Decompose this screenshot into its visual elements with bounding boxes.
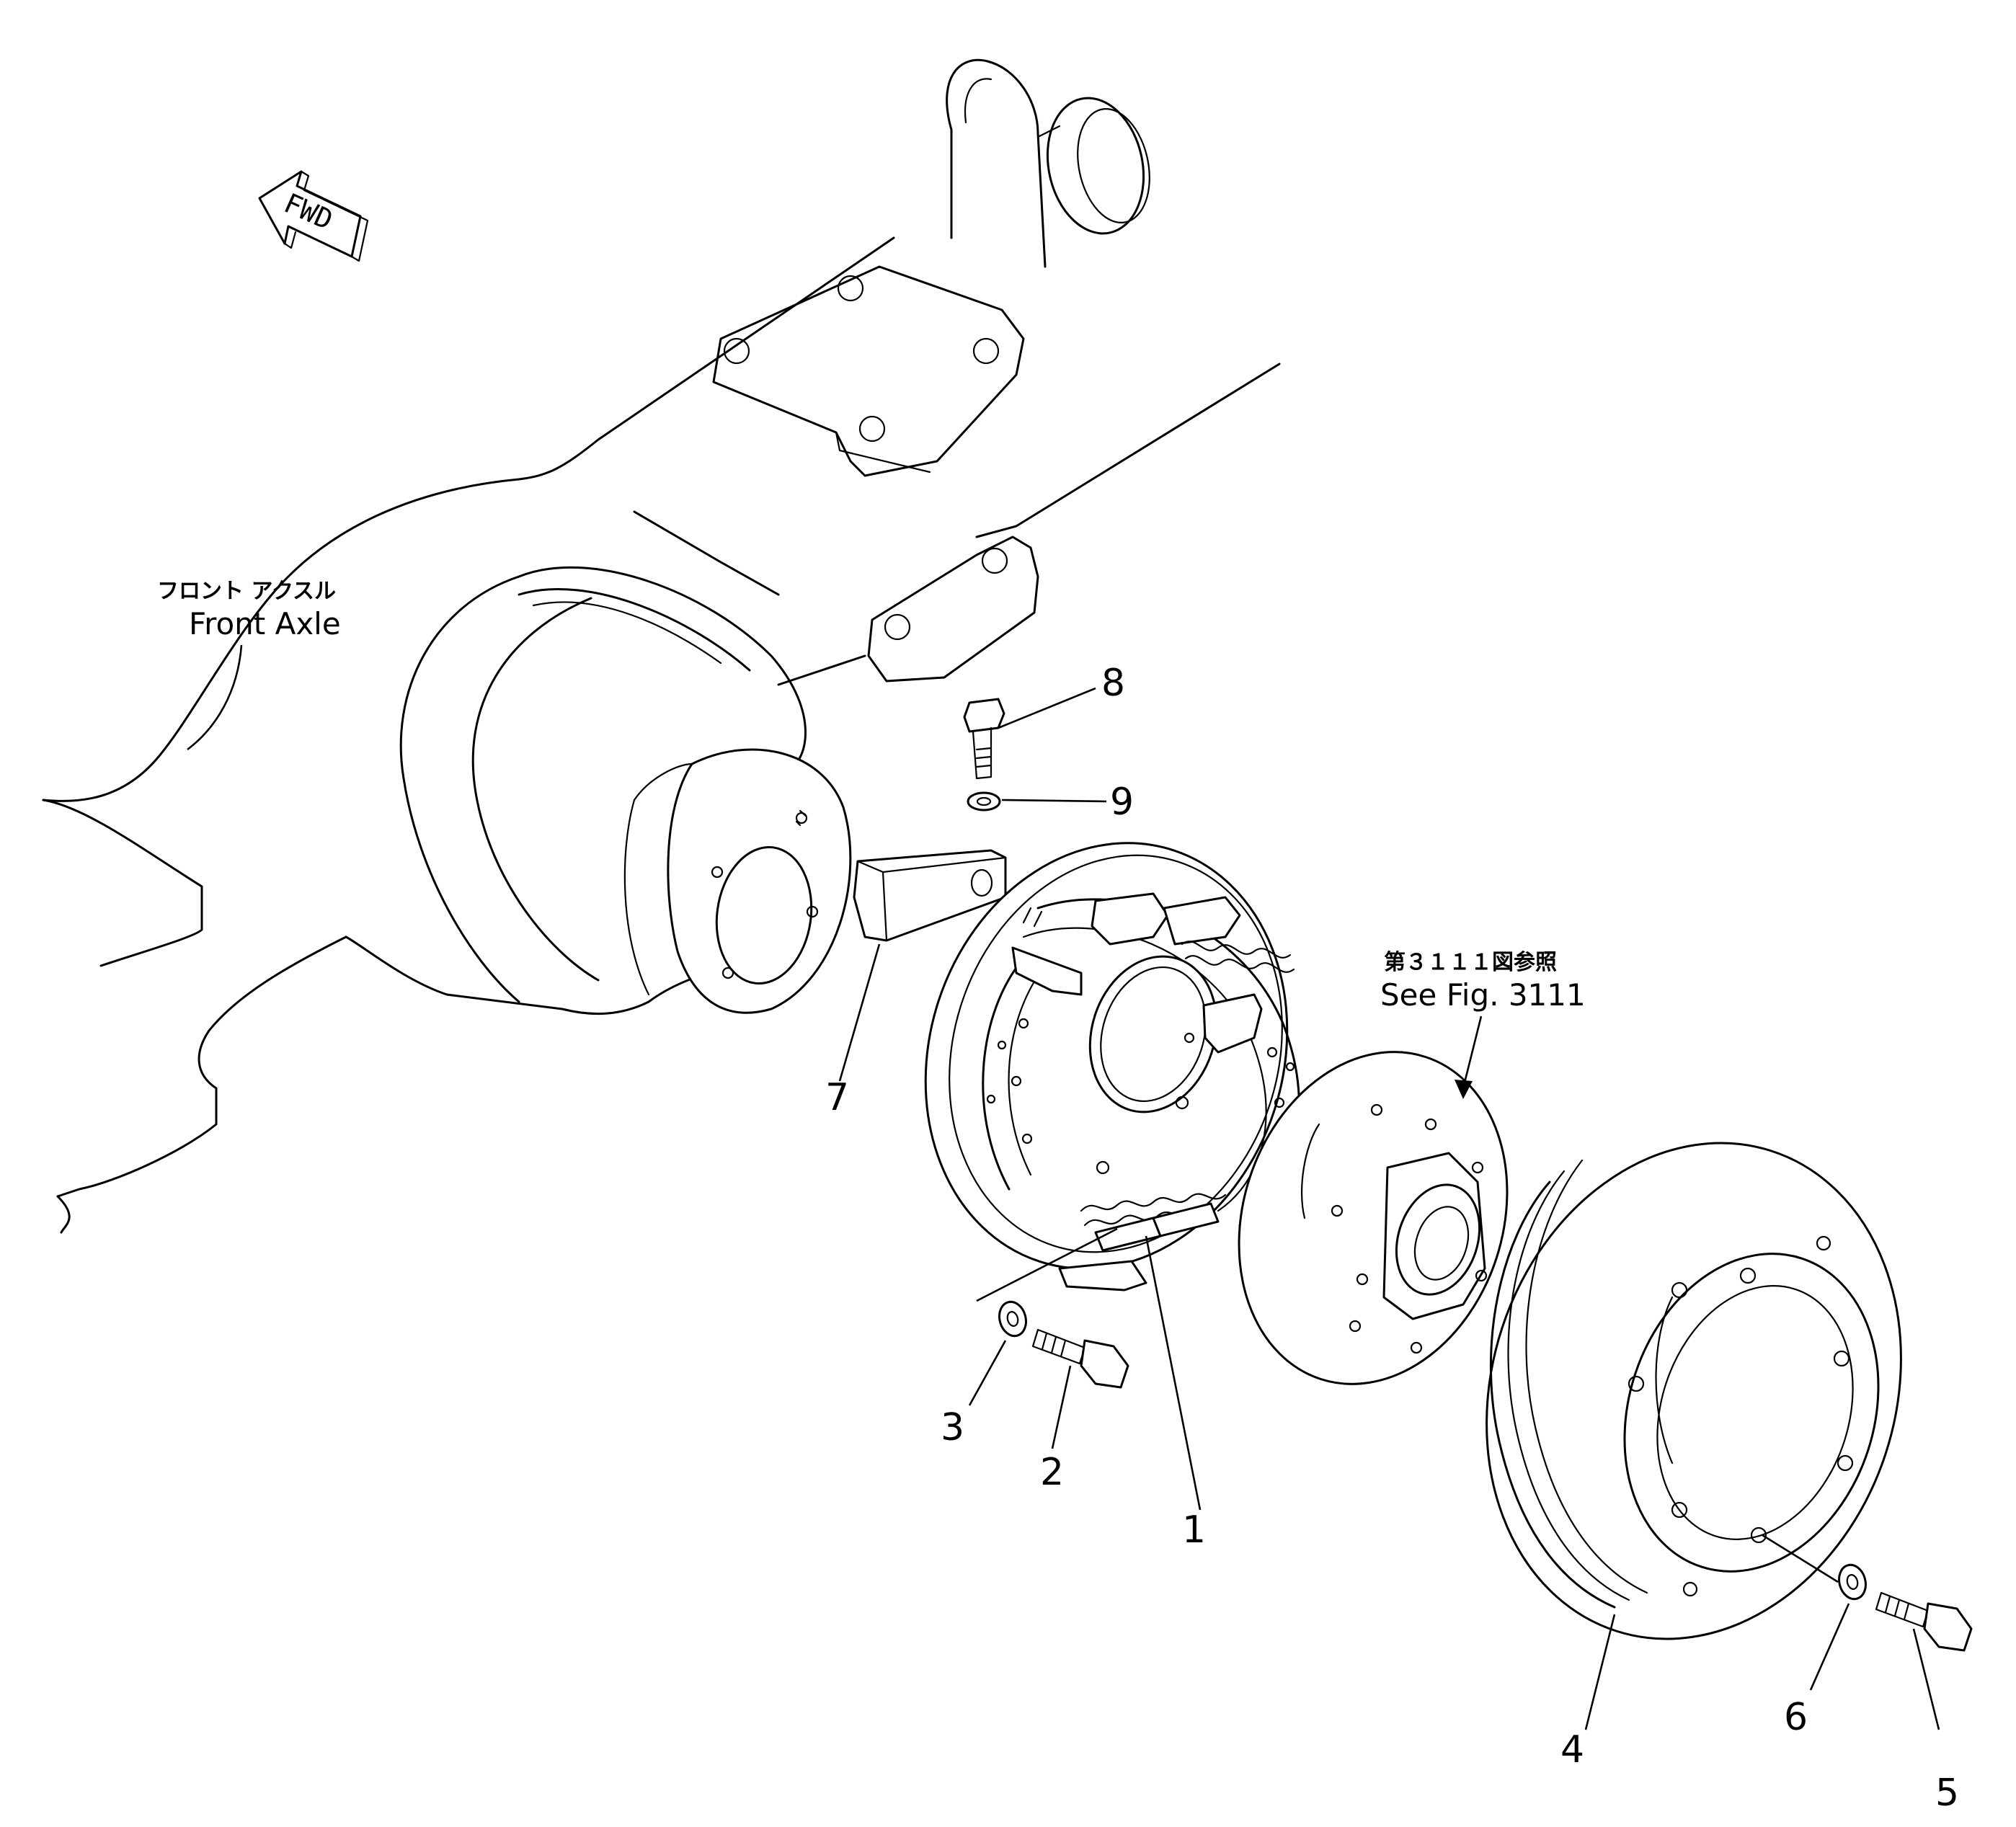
reference-label-en: See Fig. 3111	[1380, 977, 1586, 1013]
part-3-washer	[968, 1300, 1027, 1406]
part-number-3: 3	[941, 1406, 964, 1449]
part-number-7: 7	[825, 1076, 849, 1119]
drum-bolt-holes	[1628, 1235, 1854, 1597]
front-axle-housing	[42, 58, 1281, 1234]
front-axle-label: フロント アクスル Front Axle	[157, 579, 341, 751]
part-1-brake-assembly	[924, 842, 1300, 1511]
part-number-9: 9	[1110, 781, 1134, 824]
reference-label: 第３１１１図参照 See Fig. 3111	[1380, 950, 1586, 1099]
part-number-1: 1	[1182, 1508, 1206, 1552]
wheel-hub	[1238, 1051, 1509, 1385]
part-4-brake-drum	[1486, 1142, 1902, 1730]
reference-arrowhead-icon	[1455, 1080, 1473, 1099]
part-6-washer	[1809, 1563, 1867, 1691]
front-axle-leader	[187, 644, 243, 751]
reference-label-jp: 第３１１１図参照	[1384, 950, 1557, 975]
part-8-bolt	[963, 687, 1096, 780]
part-number-4: 4	[1560, 1728, 1584, 1772]
fwd-arrow-icon: FWD	[258, 170, 369, 262]
part-number-2: 2	[1040, 1451, 1064, 1494]
reference-arrow	[1462, 1015, 1483, 1089]
part-7-lever	[838, 849, 1007, 1082]
front-axle-label-en: Front Axle	[189, 606, 341, 641]
front-axle-label-jp: フロント アクスル	[157, 579, 336, 604]
part-number-5: 5	[1935, 1772, 1959, 1815]
part-number-6: 6	[1784, 1696, 1808, 1739]
drum-bolt-reference-line	[1762, 1534, 1839, 1583]
part-number-8: 8	[1101, 662, 1125, 705]
bolt-reference-line	[976, 1227, 1118, 1302]
part-9-washer	[967, 791, 1107, 812]
part-5-bolt	[1875, 1591, 1973, 1730]
part-2-bolt	[1031, 1328, 1129, 1449]
